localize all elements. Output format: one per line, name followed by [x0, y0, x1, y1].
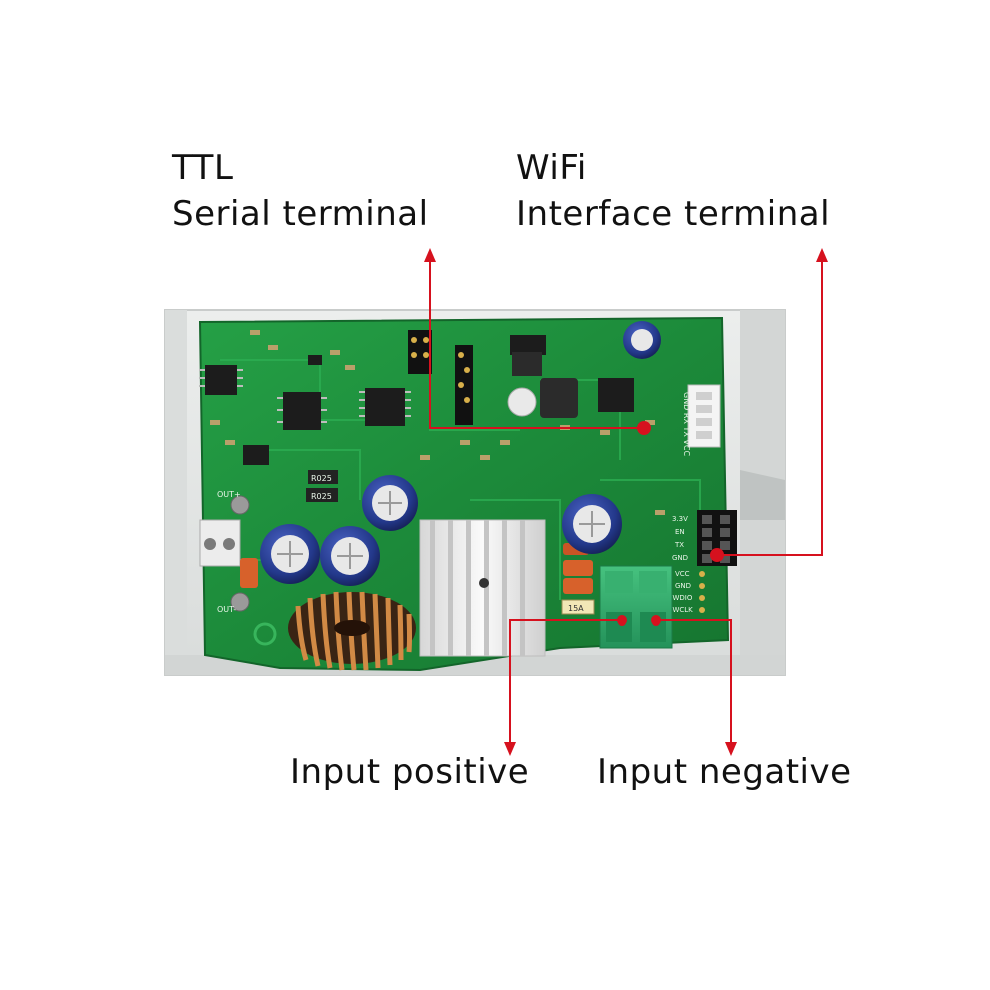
callout-lines [429, 255, 823, 748]
swd-label: GND [675, 582, 691, 590]
wifi-label-line1: WiFi [516, 148, 587, 188]
capacitors [260, 321, 661, 586]
header-label: GND [672, 554, 688, 562]
swd-label: SWCLK [668, 606, 693, 614]
pcb: R025 R025 GND RX TX VCC [198, 316, 737, 672]
wifi-label-line2: Interface terminal [516, 194, 831, 234]
callout-arrowheads [424, 248, 828, 756]
input-terminal-block [599, 565, 673, 649]
header-label: EN [675, 528, 685, 536]
resistor-label-2: R025 [311, 492, 332, 501]
input-positive-label: Input positive [290, 752, 530, 792]
fuse-label: 15A [568, 604, 584, 613]
swd-label: VCC [675, 570, 690, 578]
out-minus-label: OUT- [217, 605, 236, 614]
toroidal-inductor [288, 591, 416, 671]
heatsink [419, 519, 546, 657]
wifi-pin-labels: GND RX TX VCC [682, 392, 691, 456]
header-label: 3.3V [672, 515, 688, 523]
ttl-label-line2: Serial terminal [172, 194, 429, 234]
header-label: TX [674, 541, 684, 549]
ttl-label-line1: TTL [172, 148, 234, 188]
input-negative-label: Input negative [597, 752, 852, 792]
swd-label: SWDIO [668, 594, 693, 602]
resistor-label: R025 [311, 474, 332, 483]
out-plus-label: OUT+ [217, 490, 241, 499]
